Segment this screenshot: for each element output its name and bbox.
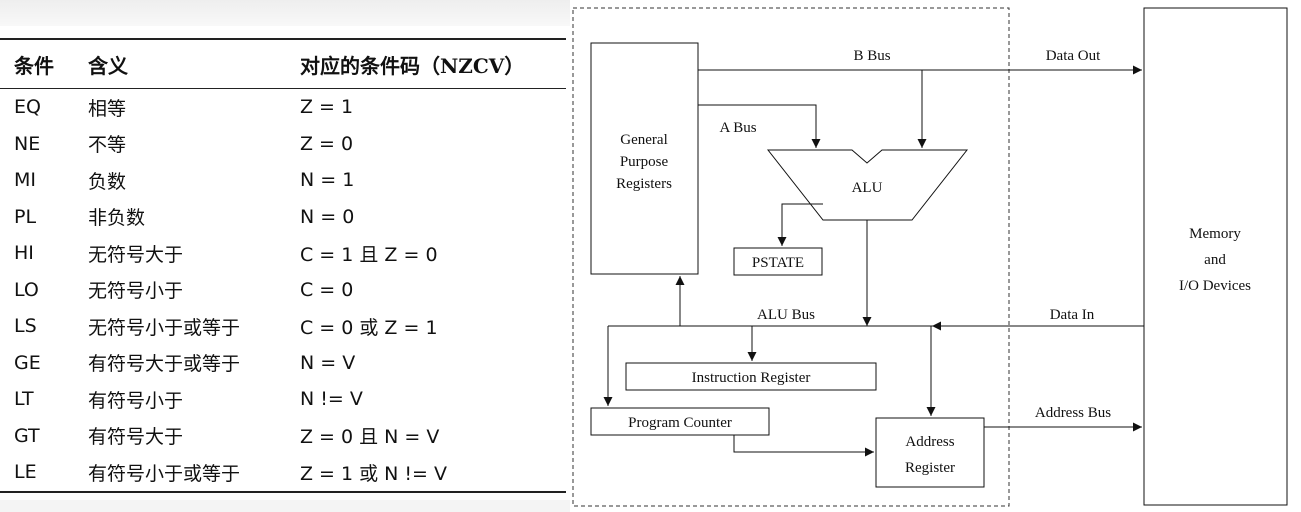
address-bus-label: Address Bus [1035, 405, 1111, 421]
header-condition: 条件 [0, 38, 74, 89]
meaning-cell: 有符号大于或等于 [88, 353, 241, 376]
header-nzcv: 对应的条件码（NZCV） [286, 38, 566, 89]
instruction-register-box [625, 362, 877, 391]
nzcv-cell: N = V [300, 351, 356, 374]
condition-cell: GT [14, 424, 40, 447]
condition-cell: NE [14, 132, 41, 155]
gpr-label-line2: Purpose [620, 154, 669, 170]
table-body: EQ 相等 Z = 1 NE 不等 Z = 0 MI 负数 N = 1 PL 非负数 N = 0 HI 无… [0, 89, 566, 493]
nzcv-cell: Z = 1 或 N != V [286, 454, 566, 493]
meaning-cell: 无符号小于 [88, 280, 184, 303]
table-row: GE 有符号大于或等于 N = V [0, 345, 566, 382]
meaning-cell: 有符号小于或等于 [74, 454, 286, 493]
pc-to-address-register-arrow [733, 435, 874, 457]
condition-cell: PL [14, 205, 37, 228]
condition-cell: LE [0, 454, 74, 493]
table-row: PL 非负数 N = 0 [0, 199, 566, 236]
table-row: EQ 相等 Z = 1 [0, 89, 566, 126]
meaning-cell: 无符号大于 [88, 243, 184, 266]
a-bus-to-alu-arrow [698, 104, 821, 148]
memory-label-line1: Memory [1189, 226, 1241, 242]
program-counter-label: Program Counter [628, 415, 732, 431]
memory-io-box [1143, 7, 1288, 506]
condition-cell: LS [14, 315, 37, 338]
gpr-label-line3: Registers [616, 176, 672, 192]
nzcv-cell: C = 0 [300, 278, 354, 301]
instruction-register-label: Instruction Register [692, 370, 811, 386]
table-row: LO 无符号小于 C = 0 [0, 272, 566, 309]
nzcv-cell: C = 1 且 Z = 0 [300, 243, 438, 266]
header-meaning: 含义 [74, 38, 286, 89]
a-bus-label: A Bus [719, 120, 756, 136]
memory-label-line2: and [1204, 252, 1226, 268]
data-in-label: Data In [1050, 307, 1095, 323]
address-register-label-line2: Register [905, 460, 955, 476]
alu-shape [766, 149, 969, 221]
alu-bus-label: ALU Bus [757, 307, 815, 323]
address-register-box [875, 417, 985, 488]
program-counter-box [590, 407, 770, 436]
condition-code-table: 条件 含义 对应的条件码（NZCV） EQ 相等 Z = 1 NE 不等 Z = 0 MI 负… [0, 38, 566, 493]
table-row: MI 负数 N = 1 [0, 162, 566, 199]
meaning-cell: 非负数 [88, 207, 146, 230]
condition-cell: LT [14, 388, 34, 411]
cpu-boundary [572, 7, 1010, 507]
condition-cell: EQ [14, 96, 41, 119]
nzcv-cell: N = 1 [300, 169, 355, 192]
gpr-label-line1: General [620, 132, 667, 148]
table-row: GT 有符号大于 Z = 0 且 N = V [0, 418, 566, 455]
table-header-row: 条件 含义 对应的条件码（NZCV） [0, 38, 566, 89]
general-purpose-registers-box [590, 42, 699, 275]
alu-to-pstate-arrow [777, 203, 823, 246]
pstate-label: PSTATE [752, 255, 804, 271]
nzcv-cell: N != V [300, 388, 363, 411]
address-register-label-line1: Address [905, 434, 954, 450]
memory-label-line3: I/O Devices [1179, 278, 1251, 294]
meaning-cell: 有符号大于 [88, 426, 184, 449]
nzcv-cell: N = 0 [300, 205, 355, 228]
nzcv-cell: Z = 0 且 N = V [300, 426, 440, 449]
condition-cell: LO [14, 278, 39, 301]
nzcv-cell: C = 0 或 Z = 1 [300, 316, 438, 339]
meaning-cell: 相等 [88, 97, 127, 120]
meaning-cell: 不等 [88, 134, 127, 157]
table-row: HI 无符号大于 C = 1 且 Z = 0 [0, 235, 566, 272]
table-row: LT 有符号小于 N != V [0, 381, 566, 418]
watermark-band-bottom [0, 500, 570, 512]
condition-cell: MI [14, 169, 36, 192]
condition-cell: HI [14, 242, 34, 265]
watermark-band [0, 0, 570, 26]
b-bus-label: B Bus [853, 48, 890, 64]
condition-cell: GE [14, 351, 41, 374]
meaning-cell: 无符号小于或等于 [88, 316, 241, 339]
meaning-cell: 有符号小于 [88, 389, 184, 412]
table-row: NE 不等 Z = 0 [0, 126, 566, 163]
data-out-label: Data Out [1046, 48, 1101, 64]
table-row: LS 无符号小于或等于 C = 0 或 Z = 1 [0, 308, 566, 345]
alu-label: ALU [852, 180, 883, 196]
pstate-box [733, 247, 823, 276]
nzcv-cell: Z = 1 [300, 96, 354, 119]
nzcv-cell: Z = 0 [300, 132, 354, 155]
meaning-cell: 负数 [88, 170, 127, 193]
